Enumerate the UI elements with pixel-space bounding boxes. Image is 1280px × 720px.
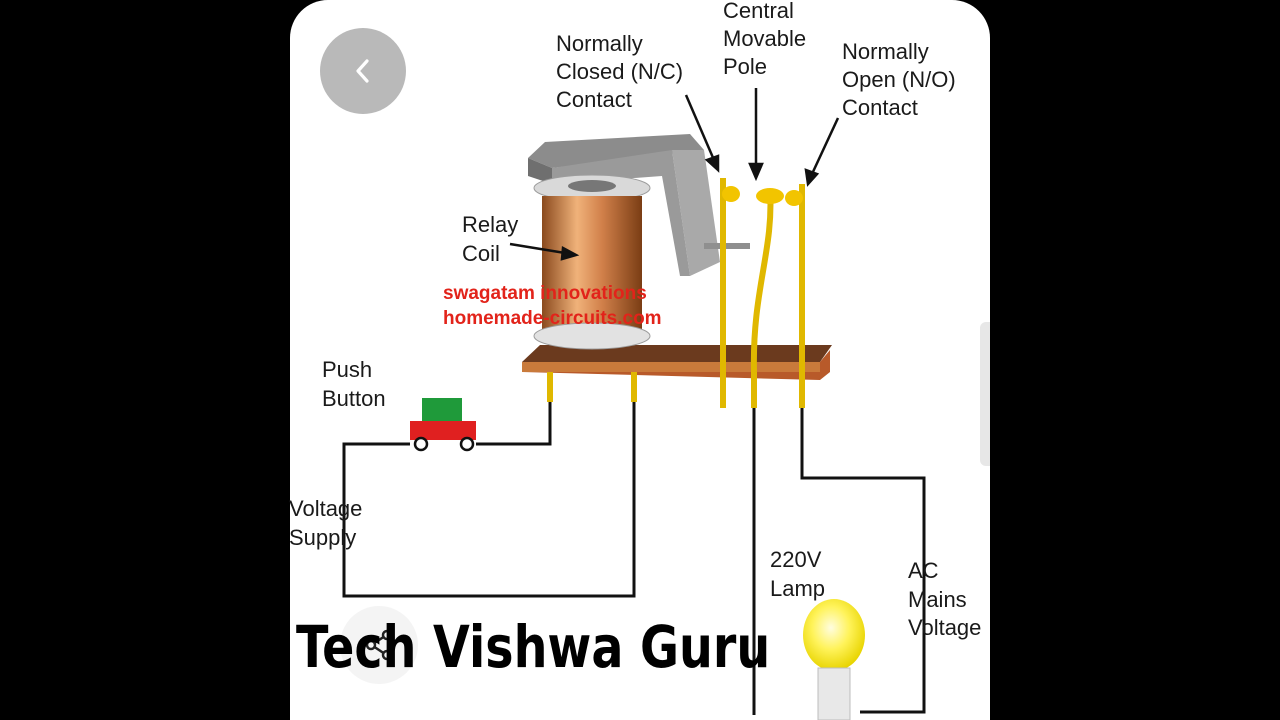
chevron-left-icon [356,59,369,83]
svg-text:Normally: Normally [556,31,643,56]
scroll-edge-handle[interactable] [980,322,990,466]
svg-text:Lamp: Lamp [770,576,825,601]
svg-text:Contact: Contact [556,87,632,112]
ac-mains-label: AC Mains Voltage [908,558,981,640]
channel-brand-title: Tech Vishwa Guru [296,613,771,681]
voltage-supply-label: Voltage Supply [289,496,362,550]
watermark-text: swagatam innovations homemade-circuits.c… [443,283,662,329]
lamp-component [803,599,865,720]
relay-pins [547,372,805,408]
relay-coil-label: Relay Coil [462,212,518,266]
share-button[interactable] [340,606,418,684]
svg-text:Central: Central [723,0,794,23]
svg-text:Normally: Normally [842,39,929,64]
svg-text:Voltage: Voltage [289,496,362,521]
back-button[interactable] [320,28,406,114]
relay-base-board [522,345,832,380]
relay-contacts [720,178,805,373]
label-arrows [509,88,840,261]
central-pole-label: Central Movable Pole [723,0,806,79]
svg-text:Closed (N/C): Closed (N/C) [556,59,683,84]
svg-text:Voltage: Voltage [908,615,981,640]
svg-text:Coil: Coil [462,241,500,266]
relay-yoke [528,134,750,276]
svg-text:220V: 220V [770,547,822,572]
circuit-wires [342,385,926,715]
svg-text:homemade-circuits.com: homemade-circuits.com [443,308,662,329]
svg-text:Supply: Supply [289,525,356,550]
svg-text:Contact: Contact [842,95,918,120]
relay-coil-component [533,174,651,350]
svg-text:Button: Button [322,386,386,411]
no-contact-label: Normally Open (N/O) Contact [842,39,956,120]
svg-text:Open (N/O): Open (N/O) [842,67,956,92]
nc-contact-label: Normally Closed (N/C) Contact [556,31,683,112]
share-icon [365,629,393,661]
svg-text:Relay: Relay [462,212,518,237]
svg-text:AC: AC [908,558,939,583]
push-button-label: Push Button [322,357,386,411]
push-button-component [410,398,476,452]
svg-text:Push: Push [322,357,372,382]
svg-text:Pole: Pole [723,54,767,79]
lamp-label: 220V Lamp [770,547,825,601]
svg-text:Movable: Movable [723,26,806,51]
svg-text:Mains: Mains [908,587,967,612]
svg-text:swagatam innovations: swagatam innovations [443,283,647,304]
